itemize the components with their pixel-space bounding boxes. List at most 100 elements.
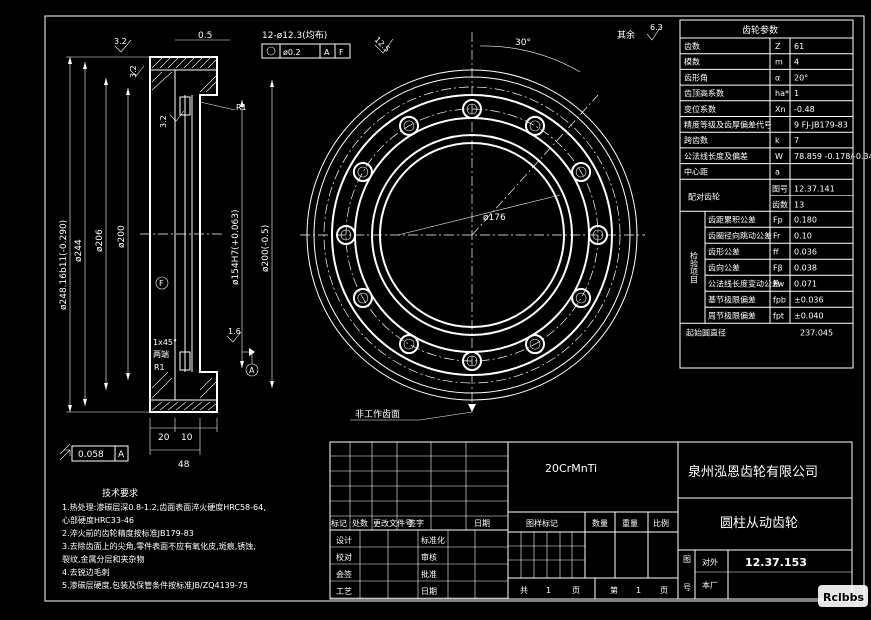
param-label: 公法线长度及偏差 [684, 151, 748, 161]
bolt-hole-inner [466, 103, 478, 115]
tech-req-item: 裂纹,金属分层和夹杂物 [62, 554, 145, 564]
inspect-symbol: fpb [773, 295, 786, 304]
bolt-holes [336, 99, 608, 371]
rough-3: 3.2 [159, 115, 168, 128]
param-label: 变位系数 [684, 104, 716, 114]
bolt-hole-inner [466, 355, 478, 367]
param-symbol: Xn [775, 105, 786, 114]
bolt-hole-inner [357, 292, 369, 304]
mark-label: 图样标记 [526, 518, 558, 528]
inspect-symbol: fpt [773, 311, 784, 320]
bolt-hole-inner [575, 292, 587, 304]
rev-header: 更改文件号 [373, 518, 413, 528]
total-label: 共 [520, 586, 528, 595]
tech-requirements: 技术要求 1.热处理:渗碳层深0.8-1.2,齿面表面淬火硬度HRC58-64,… [62, 487, 266, 590]
rev-header: 日期 [474, 519, 490, 528]
role-label-2: 批准 [421, 569, 437, 579]
bolt-hole-inner [403, 120, 415, 132]
runout-value: 0.058 [78, 450, 104, 460]
param-symbol: W [775, 152, 783, 161]
inspect-label: 齿向公差 [708, 262, 740, 272]
datum-f: F [159, 279, 164, 288]
inspect-value: 0.10 [794, 231, 812, 240]
param-symbol: α [775, 73, 780, 82]
bolt-hole-inner [529, 338, 541, 350]
dim-244: ø244 [74, 239, 84, 262]
fig-label: 图 [683, 555, 691, 564]
param-symbol: Z [775, 42, 781, 51]
tech-req-item: 4.去锐边毛刺 [62, 567, 110, 577]
inspect-group-label: 检验项目 [690, 250, 699, 284]
dim-chamfer-top: 0.5 [198, 31, 212, 41]
inspect-symbol: Fr [773, 231, 781, 240]
angle-30: 30° [515, 38, 531, 48]
inspect-label: 公法线长度变动公差 [708, 278, 780, 288]
role-label: 工艺 [336, 587, 352, 596]
dim-200: ø200 [117, 225, 127, 248]
inspect-label: 基节极限偏差 [708, 294, 756, 304]
inspect-value: 0.038 [794, 263, 817, 272]
tech-req-item: 1.热处理:渗碳层深0.8-1.2,齿面表面淬火硬度HRC58-64, [62, 502, 266, 512]
inspect-value: ±0.040 [794, 311, 824, 320]
dim-48: 48 [178, 460, 190, 470]
param-label: 跨齿数 [684, 135, 708, 145]
part-name: 圆柱从动齿轮 [720, 516, 798, 531]
dim-154: ø154H7(+0.063) [231, 209, 241, 285]
bolt-hole [399, 115, 419, 136]
company-name: 泉州泓恩齿轮有限公司 [688, 464, 818, 480]
watermark: Rclbbs [818, 585, 868, 607]
inspect-label: 周节极限偏差 [708, 310, 756, 320]
rough-2: 3.2 [129, 65, 138, 78]
material: 20CrMnTi [545, 462, 597, 475]
param-label: 中心距 [684, 167, 708, 177]
inspect-symbol: Fp [773, 215, 783, 224]
sheet-border [44, 15, 865, 602]
qty-label: 数量 [592, 518, 608, 528]
title-block: 标记处数更改文件号签字日期 设计校对会签工艺标准化审核批准日期 20CrMnTi… [329, 441, 853, 600]
rough-1: 3.2 [114, 37, 127, 46]
param-label: 精度等级及齿厚偏差代号 [684, 120, 772, 130]
page-unit: 页 [660, 586, 668, 595]
inspect-label: 齿形公差 [708, 246, 740, 256]
total-pages: 1 [546, 586, 551, 595]
bolt-hole-inner [403, 338, 415, 350]
param-label: 模数 [684, 57, 700, 67]
page-label: 第 [610, 585, 618, 595]
drawing-no: 12.37.153 [745, 556, 807, 569]
param-symbol: k [775, 136, 780, 145]
param-value: 7 [794, 136, 799, 145]
tech-req-item: 2.淬火前的齿轮精度按标准JB179-83 [62, 528, 194, 538]
dim-10: 10 [181, 433, 193, 443]
param-value: 78.859 -0.178/-0.348 [794, 152, 871, 161]
rough-12-5: 12.5 [373, 35, 392, 54]
role-label: 校对 [336, 552, 352, 562]
section-view: ø248.16b11(-0.290) ø244 ø206 ø200 ø154H7… [59, 31, 274, 470]
position-tol: ø0.2 [283, 48, 301, 57]
bolt-hole [462, 99, 482, 119]
param-value: 20° [794, 73, 808, 82]
mating-label: 配对齿轮 [688, 191, 720, 201]
position-ref1: A [324, 48, 330, 57]
role-label-2: 审核 [421, 552, 437, 562]
bolt-hole [399, 334, 419, 355]
inspect-value: 0.036 [794, 247, 817, 256]
mating-fig-label: 图号 [772, 184, 788, 193]
other-rough: 6.3 [650, 23, 663, 32]
bolt-hole-inner [340, 229, 352, 241]
role-label-2: 日期 [421, 587, 437, 596]
r1-top: R1 [236, 103, 247, 112]
weight-label: 重量 [622, 518, 638, 528]
tech-req-item: 3.去除齿面上的尖角,零件表面不应有氧化皮,斑痕,锈蚀, [62, 541, 256, 551]
bolt-hole [352, 162, 373, 182]
dim-200b: ø200(-0.5) [261, 225, 271, 272]
param-symbol: m [775, 58, 783, 67]
inspect-label: 齿距累积公差 [708, 214, 756, 224]
bolt-hole [571, 288, 592, 308]
bolt-hole [525, 334, 545, 355]
bolt-hole [571, 162, 592, 182]
total-unit: 页 [572, 586, 580, 595]
inspect-value: 0.071 [794, 279, 817, 288]
rev-header: 处数 [352, 518, 368, 528]
bolt-hole [352, 288, 373, 308]
